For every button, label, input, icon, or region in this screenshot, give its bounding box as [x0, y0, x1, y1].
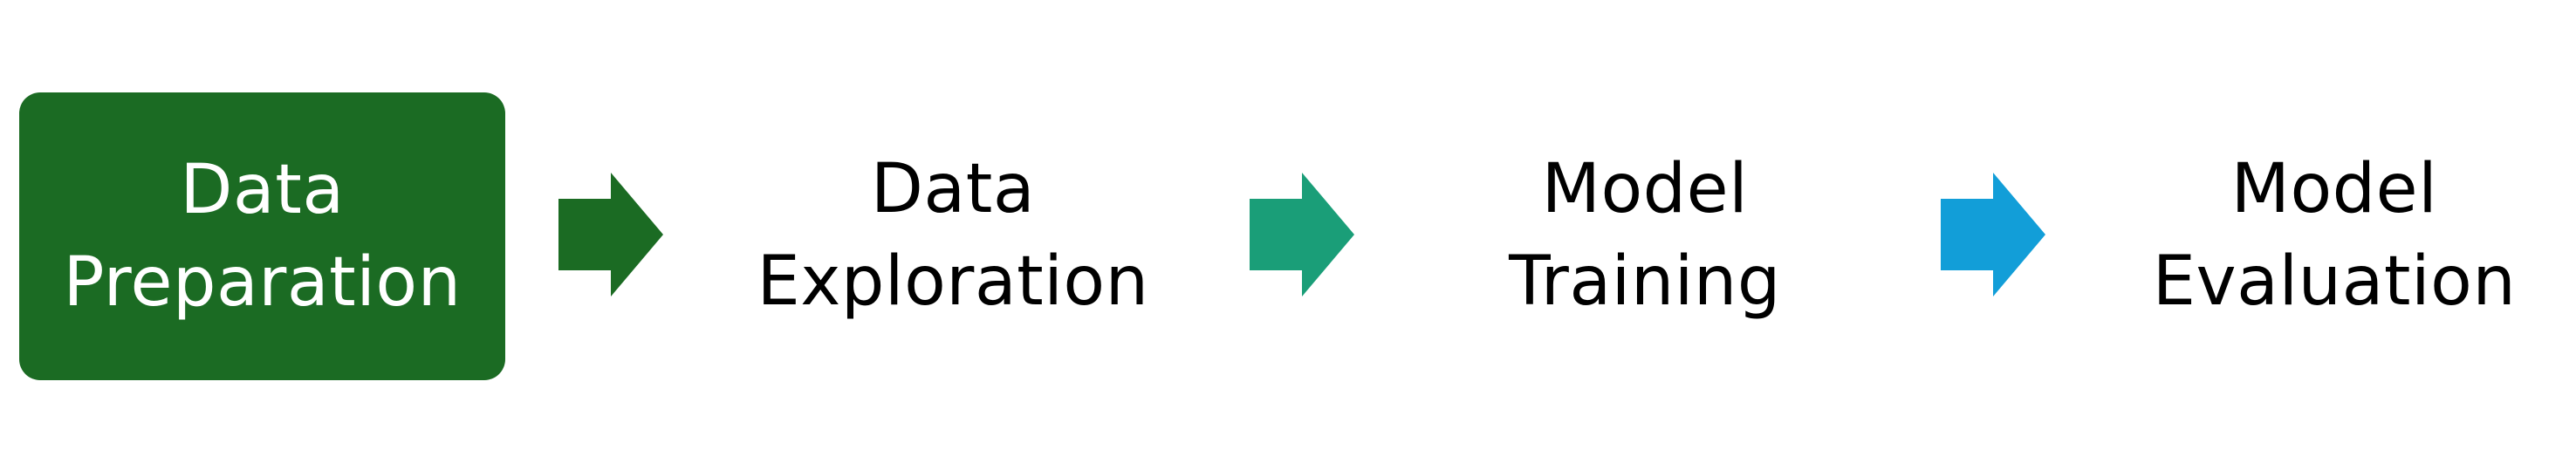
step-data-exploration: Data Exploration	[709, 140, 1197, 331]
right-arrow-icon	[1941, 173, 2045, 296]
step-label-line: Preparation	[63, 243, 462, 322]
step-label-line: Exploration	[757, 242, 1149, 321]
right-arrow-icon	[1250, 173, 1354, 296]
step-label-line: Data	[180, 151, 345, 229]
step-label-line: Model	[2230, 150, 2438, 228]
step-label-line: Data	[870, 150, 1036, 228]
right-arrow-icon	[558, 173, 663, 296]
step-label-line: Training	[1509, 242, 1781, 321]
step-model-evaluation: Model Evaluation	[2099, 140, 2570, 331]
step-label-line: Model	[1541, 150, 1749, 228]
step-data-preparation: Data Preparation	[19, 92, 505, 380]
right-arrow-shape	[1250, 173, 1354, 296]
step-model-training: Model Training	[1409, 140, 1881, 331]
step-label-line: Evaluation	[2152, 242, 2517, 321]
right-arrow-shape	[1941, 173, 2045, 296]
right-arrow-shape	[558, 173, 663, 296]
